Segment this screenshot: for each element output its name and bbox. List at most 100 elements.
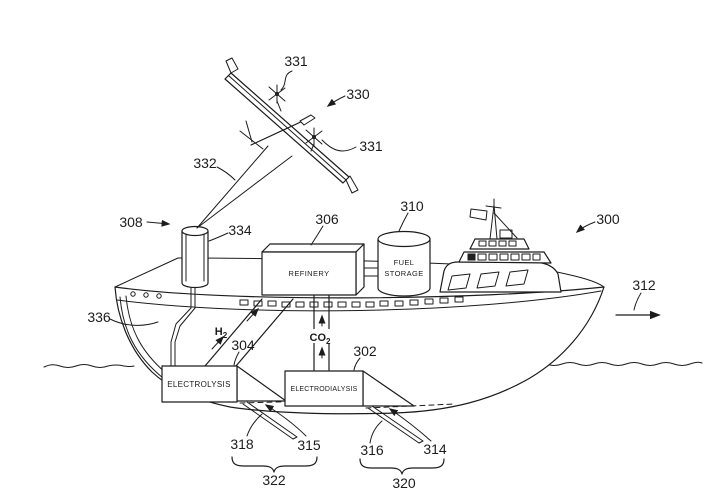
refinery-right-face xyxy=(355,243,365,296)
mast-top-bar xyxy=(485,205,502,209)
rotor-upper-pylon xyxy=(276,100,282,112)
leader-332 xyxy=(216,166,236,181)
ref-304: 304 xyxy=(231,337,255,353)
ref-312: 312 xyxy=(632,277,656,293)
label-314: 314 xyxy=(388,408,447,457)
mast-pole-b xyxy=(493,204,498,240)
ref-331-lower: 331 xyxy=(359,138,383,154)
label-300: 300 xyxy=(575,211,620,233)
bridge-window xyxy=(521,253,531,261)
leader-arrow-315 xyxy=(264,404,307,437)
electrolysis-label: ELECTROLYSIS xyxy=(167,380,230,389)
deck-far-edge-bow xyxy=(556,271,605,288)
label-310: 310 xyxy=(398,198,424,232)
waterline-right xyxy=(529,361,703,366)
ref-300: 300 xyxy=(596,211,620,227)
h2-sub: 2 xyxy=(223,331,228,340)
flag xyxy=(469,208,488,221)
leader-312 xyxy=(633,292,642,311)
porthole xyxy=(143,292,149,298)
cabin-window xyxy=(476,271,500,289)
leader-331-upper xyxy=(280,70,293,91)
label-336: 336 xyxy=(87,309,159,326)
h2-label: H2 xyxy=(215,326,228,340)
deck-window xyxy=(253,300,263,307)
kite-fuselage xyxy=(250,119,306,146)
mast-stay xyxy=(493,212,518,239)
deck-band-lower-edge xyxy=(116,290,602,312)
ref-306: 306 xyxy=(315,211,339,227)
brace-322 xyxy=(231,456,318,473)
mast-pole-a xyxy=(489,204,495,240)
top-deck-window xyxy=(498,240,507,247)
ref-318: 318 xyxy=(230,436,254,452)
h2-duct-right-wall xyxy=(235,298,294,367)
kite-winglet-upper xyxy=(225,57,239,74)
cabin-window xyxy=(505,269,529,287)
waterline-left xyxy=(43,364,135,368)
fuel-storage-label-line1: FUEL xyxy=(394,258,415,267)
bridge-window-dark xyxy=(467,253,476,261)
deck-window xyxy=(379,300,389,307)
bridge-window xyxy=(532,253,541,261)
ref-332: 332 xyxy=(193,155,217,171)
rotor-lower-blades xyxy=(305,127,323,147)
bridge-window xyxy=(510,253,520,261)
deck-window xyxy=(239,299,249,306)
electrodialysis-unit: ELECTRODIALYSIS xyxy=(284,370,456,444)
conduit-outer-line xyxy=(119,296,164,379)
co2-sub: 2 xyxy=(326,337,331,346)
leader-318 xyxy=(246,413,263,437)
co2-label-backing xyxy=(308,329,337,343)
label-315: 315 xyxy=(264,404,321,453)
ref-314: 314 xyxy=(423,441,447,457)
conduit-inner-line xyxy=(125,295,167,374)
label-312: 312 xyxy=(615,277,661,320)
rotor-lower xyxy=(305,127,323,152)
label-332: 332 xyxy=(193,155,236,181)
refinery-top-face xyxy=(261,243,365,253)
ref-302: 302 xyxy=(353,343,377,359)
leader-336 xyxy=(109,318,159,326)
leader-316 xyxy=(369,420,383,444)
deck-window xyxy=(337,301,347,308)
ref-334: 334 xyxy=(228,222,252,238)
bridge-window xyxy=(477,253,487,261)
winch-downpipe xyxy=(170,285,196,367)
label-316: 316 xyxy=(360,420,384,458)
label-331-upper: 331 xyxy=(280,53,308,91)
mast xyxy=(469,198,518,240)
co2-label: CO2 xyxy=(310,332,332,346)
electrodialysis-scoop-blade-b xyxy=(371,405,424,444)
tether-bridle-line-a xyxy=(196,145,269,229)
deck-window xyxy=(365,301,375,308)
flow-labels: H2 CO2 xyxy=(215,326,337,346)
arrow-330 xyxy=(326,95,346,107)
downpipe-line-b xyxy=(174,285,196,367)
flying-wind-turbine xyxy=(196,57,359,229)
electrolysis-unit: ELECTROLYSIS xyxy=(161,365,316,440)
hydrogen-duct xyxy=(204,298,294,367)
deck-window xyxy=(439,297,449,304)
fuel-tank-top xyxy=(377,230,431,248)
deck-window xyxy=(424,298,434,305)
electrolysis-box xyxy=(161,365,238,403)
leader-arrow-314 xyxy=(388,408,432,442)
deck-window xyxy=(351,301,361,308)
top-deck-window xyxy=(508,240,517,247)
deck-window xyxy=(295,301,305,308)
kite-winglet-lower xyxy=(345,175,359,194)
ref-308: 308 xyxy=(119,214,143,230)
ref-322: 322 xyxy=(262,472,286,488)
tether-bridle-line-b xyxy=(196,155,293,229)
ref-331-upper: 331 xyxy=(284,53,308,69)
rotor-lower-hub xyxy=(312,135,316,139)
label-330: 330 xyxy=(326,86,370,107)
refinery-unit: REFINERY xyxy=(261,243,379,296)
top-deck-window xyxy=(488,240,497,247)
fuel-storage-label-line2: STORAGE xyxy=(384,269,423,278)
h2-main: H xyxy=(215,326,223,338)
co2-main: CO xyxy=(310,332,327,344)
